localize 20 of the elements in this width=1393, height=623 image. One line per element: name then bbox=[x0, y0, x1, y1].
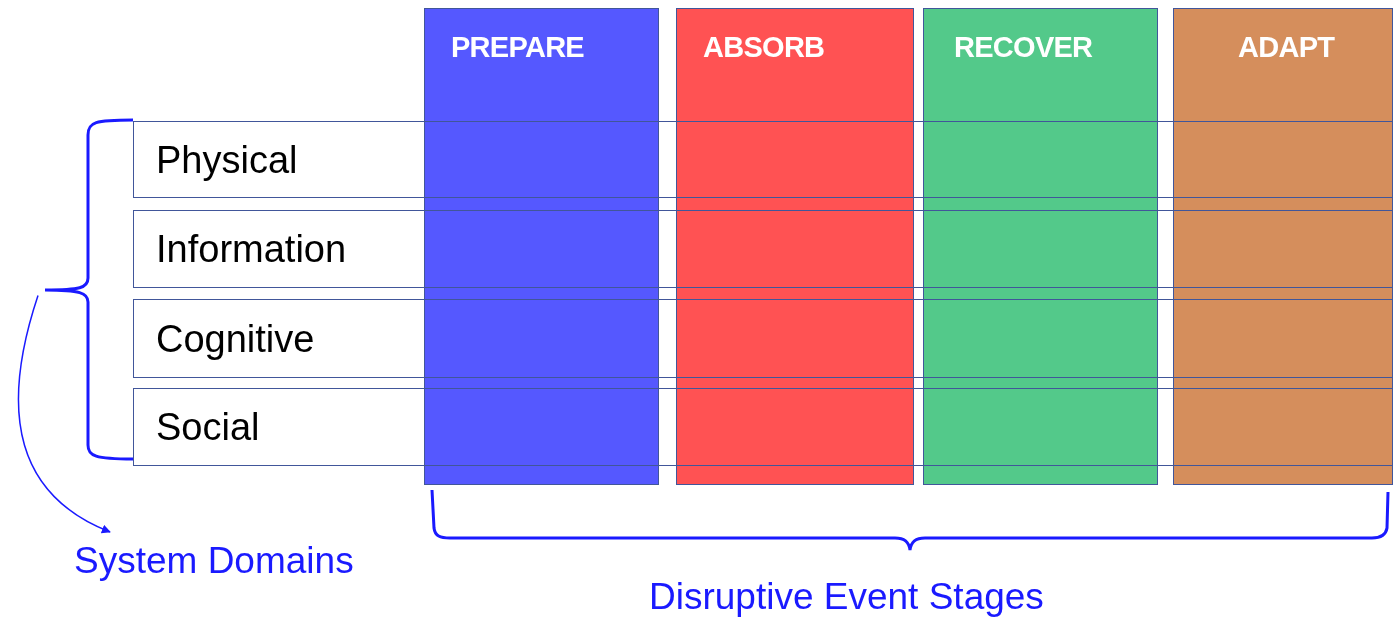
bracket-label: Disruptive Event Stages bbox=[649, 578, 1044, 615]
stage-heading: PREPARE bbox=[451, 33, 584, 62]
domain-label: Physical bbox=[156, 140, 298, 179]
stage-column bbox=[676, 8, 914, 485]
stage-column bbox=[424, 8, 659, 485]
stage-heading: ADAPT bbox=[1238, 33, 1335, 62]
domain-label: Social bbox=[156, 408, 260, 446]
domain-row bbox=[133, 388, 1393, 466]
domain-row bbox=[133, 299, 1393, 378]
domain-row bbox=[133, 210, 1393, 288]
curly-bracket bbox=[43, 118, 133, 461]
stage-column bbox=[1173, 8, 1393, 485]
domain-row bbox=[133, 121, 1393, 198]
stage-heading: RECOVER bbox=[954, 33, 1093, 62]
stage-heading: ABSORB bbox=[703, 33, 825, 62]
domain-label: Cognitive bbox=[156, 319, 315, 358]
curved-arrow bbox=[17, 294, 111, 533]
caption-text: System Domains bbox=[74, 536, 419, 584]
domain-label: Information bbox=[156, 230, 347, 268]
stage-column bbox=[923, 8, 1158, 485]
